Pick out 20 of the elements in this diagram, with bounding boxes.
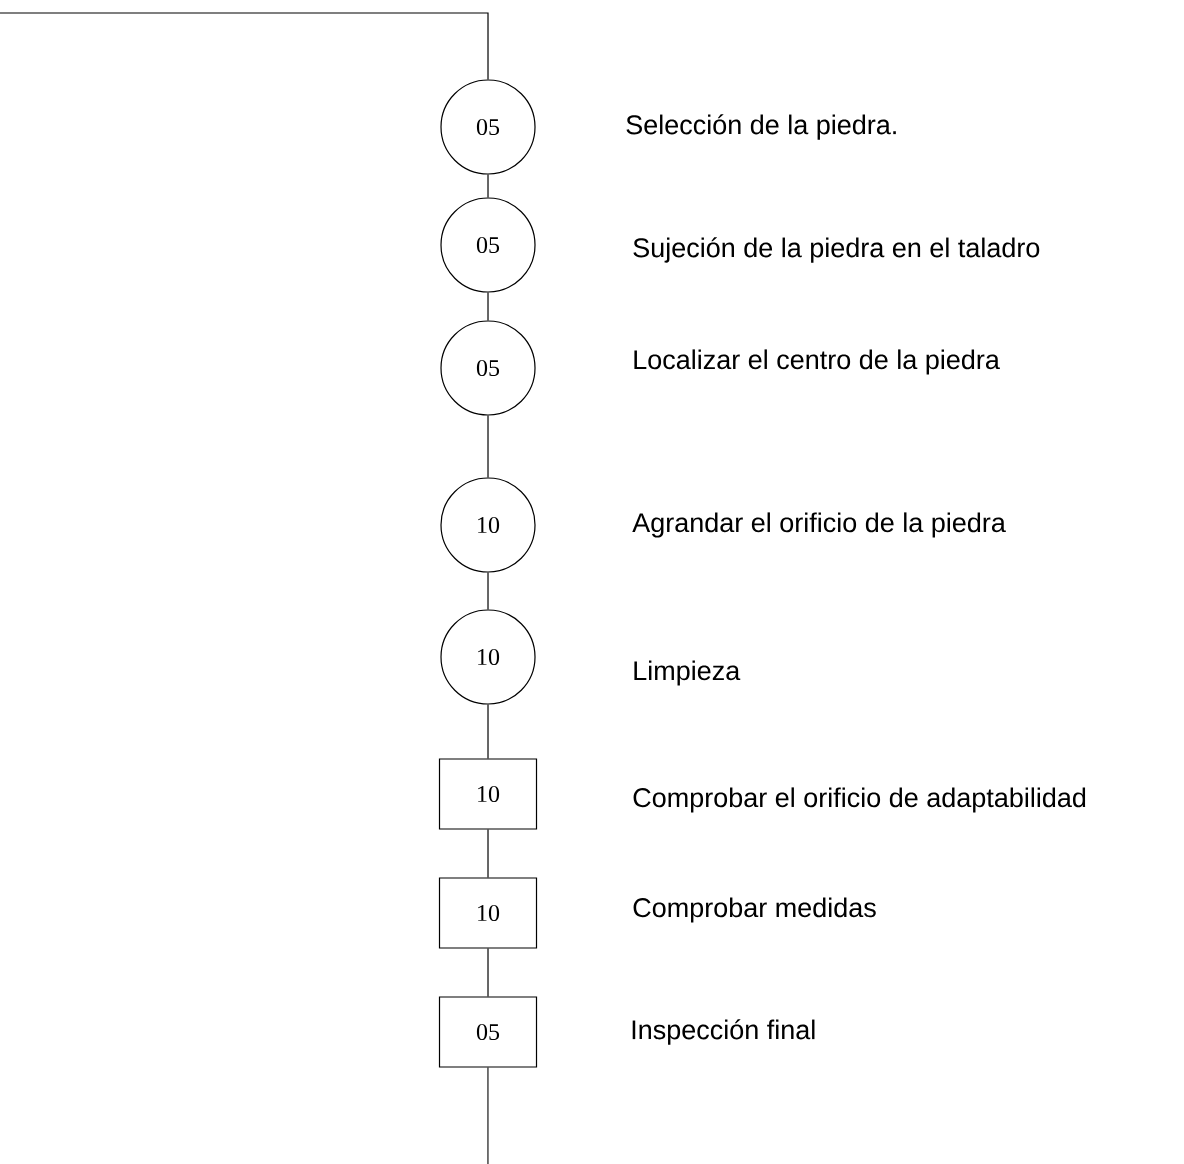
step-description: Comprobar medidas	[633, 897, 876, 923]
connector-line	[0, 12, 489, 80]
inspection-box: 10	[438, 758, 538, 830]
inspection-box: 05	[438, 996, 538, 1068]
inspection-box: 10	[438, 877, 538, 949]
step-description: Agrandar el orificio de la piedra	[632, 512, 1006, 538]
connector-line	[487, 829, 489, 878]
step-description: Inspección final	[632, 1019, 815, 1045]
connector-line	[487, 704, 489, 759]
connector-line	[487, 414, 489, 478]
step-description: Localizar el centro de la piedra	[634, 349, 1000, 375]
connector-line	[487, 292, 489, 321]
step-description: Comprobar el orificio de adaptabilidad	[633, 787, 1086, 813]
step-description: Selección de la piedra.	[626, 114, 896, 140]
step-description: Limpieza	[634, 660, 741, 686]
connector-line	[487, 948, 489, 997]
connector-line	[487, 1067, 489, 1164]
connector-line	[487, 572, 489, 610]
step-description: Sujeción de la piedra en el taladro	[633, 237, 1040, 263]
connector-line	[487, 174, 489, 198]
